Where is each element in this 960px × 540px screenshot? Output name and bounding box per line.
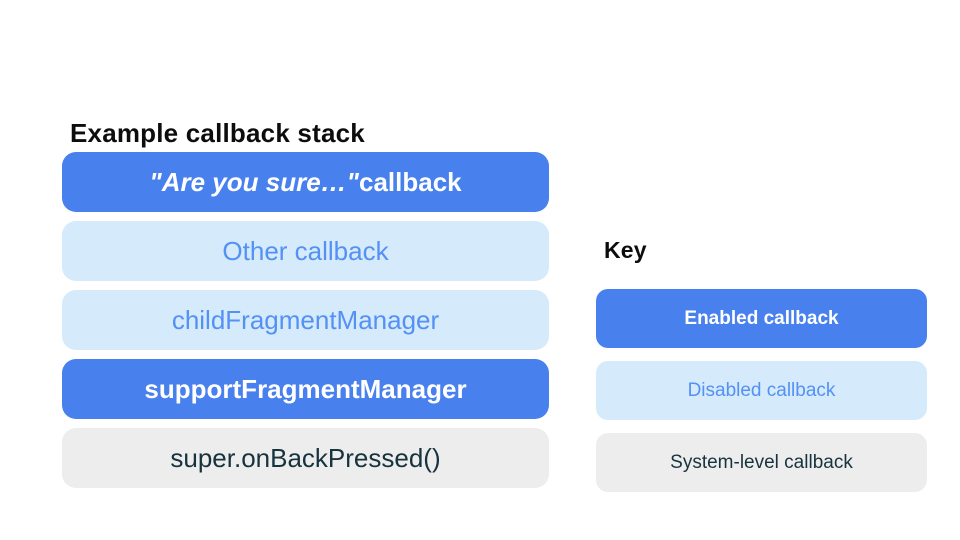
page-title: Example callback stack <box>70 118 365 149</box>
stack-item-rest-text: callback <box>358 166 462 197</box>
callback-stack: "Are you sure…" callback Other callback … <box>62 152 549 488</box>
stack-item-quoted-text: "Are you sure…" <box>149 166 359 197</box>
key-item-enabled-callback: Enabled callback <box>596 289 927 348</box>
key-legend: Enabled callback Disabled callback Syste… <box>596 289 927 492</box>
stack-item-super-on-back-pressed: super.onBackPressed() <box>62 428 549 488</box>
key-item-disabled-callback: Disabled callback <box>596 361 927 420</box>
stack-item-other-callback: Other callback <box>62 221 549 281</box>
stack-item-child-fragment-manager: childFragmentManager <box>62 290 549 350</box>
key-item-system-level-callback: System-level callback <box>596 433 927 492</box>
stack-item-are-you-sure-callback: "Are you sure…" callback <box>62 152 549 212</box>
key-heading: Key <box>604 237 647 263</box>
stack-item-support-fragment-manager: supportFragmentManager <box>62 359 549 419</box>
